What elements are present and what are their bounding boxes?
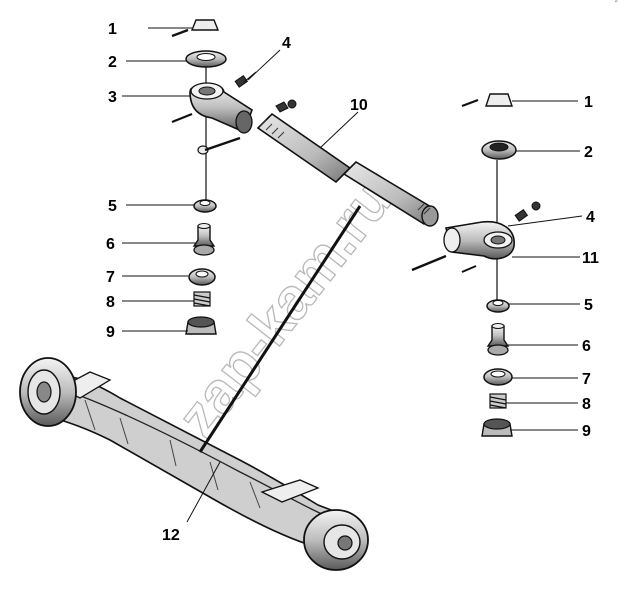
callout-r9: 9	[582, 423, 591, 440]
corner-mark: ″	[614, 0, 618, 10]
tie-rod-end-right	[443, 220, 515, 260]
callout-r4: 4	[586, 209, 595, 226]
right-assembly	[411, 93, 541, 437]
castle-nut-right	[485, 93, 513, 107]
callout-r5: 5	[584, 297, 593, 314]
callout-l9: 9	[106, 324, 115, 341]
callout-l12: 12	[162, 527, 180, 544]
grease-fitting-right	[514, 201, 541, 222]
cotter-pin-left	[171, 28, 189, 38]
spring-right	[489, 393, 507, 409]
nut-right	[481, 418, 513, 437]
castle-nut-left	[190, 19, 220, 31]
callout-r11: 11	[582, 250, 599, 267]
nut-left	[185, 316, 217, 335]
spring-left	[193, 291, 211, 307]
pivot-line	[198, 205, 362, 453]
callout-r6: 6	[582, 338, 591, 355]
ball-pin-left	[192, 223, 216, 256]
callout-l1: 1	[108, 21, 117, 38]
tie-rod-end-left	[189, 82, 253, 134]
front-axle	[19, 357, 369, 571]
cotter-pin-right	[461, 98, 479, 108]
callout-l8: 8	[106, 294, 115, 311]
callout-labels: 1 2 3 4 5 6 7 8 9 10 12 1 2 4 11 5 6 7 8…	[106, 21, 599, 544]
callout-r2: 2	[584, 144, 593, 161]
callout-l7: 7	[106, 269, 115, 286]
left-assembly	[171, 19, 297, 335]
callout-l6: 6	[106, 236, 115, 253]
grease-fitting-left	[234, 71, 257, 88]
tie-rod	[256, 112, 439, 227]
callout-l2: 2	[108, 54, 117, 71]
callout-l10: 10	[350, 97, 368, 114]
callout-l5: 5	[108, 198, 117, 215]
callout-r7: 7	[582, 371, 591, 388]
callout-l3: 3	[108, 89, 117, 106]
callout-r8: 8	[582, 396, 591, 413]
callout-r1: 1	[584, 94, 593, 111]
leader-lines	[122, 27, 583, 523]
ball-pin-right	[486, 323, 510, 356]
callout-l4: 4	[282, 35, 291, 52]
